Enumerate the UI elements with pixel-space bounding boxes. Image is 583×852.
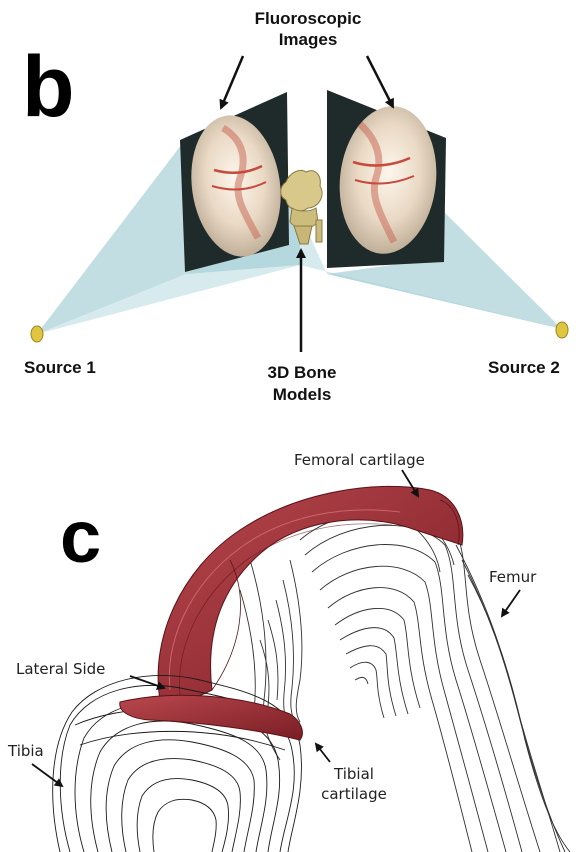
femoral-cartilage-label: Femoral cartilage [294,451,425,469]
bone-models-label-line2: Models [240,384,364,406]
arrow-tibia [32,764,62,786]
arrow-tibial-cartilage [316,744,330,762]
femur-label: Femur [489,568,536,586]
tibial-cartilage-label: Tibial cartilage [314,764,394,804]
tibial-cartilage-label-line2: cartilage [314,784,394,804]
panel-b-letter: b [22,44,75,130]
panel-c-graphics [53,486,570,852]
fluoroscopic-images-label-line1: Fluoroscopic [228,8,388,29]
source-2-label: Source 2 [488,358,560,378]
fluoroscopic-images-label-line2: Images [228,29,388,50]
femoral-cartilage [158,486,463,702]
bone-models-label: 3D Bone Models [240,362,364,406]
arrow-femur [502,590,520,616]
fluoroscopic-images-label: Fluoroscopic Images [228,8,388,50]
source-1-label: Source 1 [24,358,96,378]
panel-b-graphics [31,56,568,352]
arrow-fluoro-left [221,56,243,108]
panel-c-letter: c [60,500,101,574]
source-1-marker [31,326,43,342]
bone-models-label-line1: 3D Bone [240,362,364,384]
tibial-cartilage-label-line1: Tibial [314,764,394,784]
arrow-fluoro-right [367,56,393,107]
source-2-marker [556,322,568,338]
tibia-label: Tibia [8,742,44,760]
femur-wireframe [240,508,570,852]
lateral-side-label: Lateral Side [16,660,105,678]
